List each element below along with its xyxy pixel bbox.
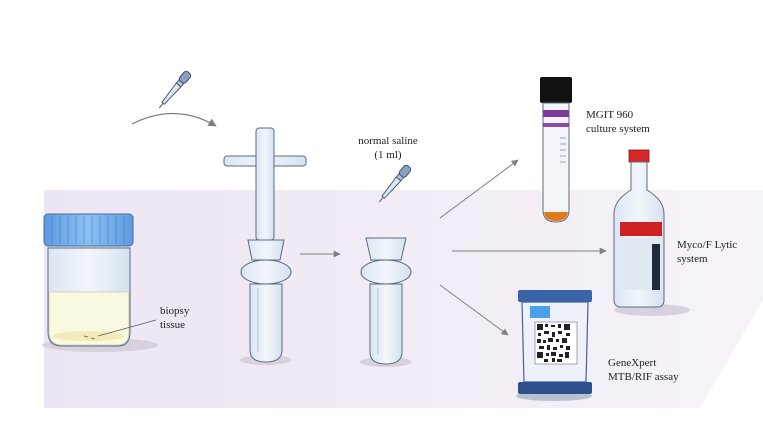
myco-label-line1: Myco/F Lytic [677, 239, 738, 251]
pipette-icon [158, 70, 192, 109]
mgit-label-line1: MGIT 960 [586, 109, 634, 121]
straight-arrow-icon [439, 159, 519, 219]
myco-f-lytic-bottle [613, 149, 690, 316]
mgit-sediment [544, 212, 568, 221]
myco-label-band [620, 222, 662, 236]
biopsy-pointer-line [97, 319, 157, 337]
jar-liquid [48, 291, 130, 346]
normal-saline-label: normal saline (1 ml) [348, 134, 428, 162]
mgit-tube [540, 77, 572, 223]
biopsy-label-line1: biopsy [160, 305, 190, 317]
saline-label-line1: normal saline [358, 135, 418, 147]
mgit-label: MGIT 960 culture system [586, 108, 650, 136]
biopsy-tissue-fragments [83, 335, 96, 340]
genexpert-cartridge [516, 290, 592, 401]
mgit-cap [540, 77, 572, 103]
homogenizer-tube [360, 237, 412, 367]
myco-dark-stripe [652, 244, 660, 290]
genexpert-label-line1: GeneXpert [608, 357, 657, 369]
genexpert-label-line2: MTB/RIF assay [608, 371, 679, 383]
myco-cap [628, 149, 650, 163]
tissue-homogenizer [223, 127, 307, 365]
curved-arrow-icon [131, 112, 217, 127]
mgit-label-line2: culture system [586, 123, 650, 135]
qr-code [534, 321, 578, 365]
jar-lid [43, 213, 134, 247]
straight-arrow-icon [439, 284, 509, 336]
myco-label-line2: system [677, 253, 708, 265]
biopsy-tissue-label: biopsy tissue [160, 304, 189, 332]
saline-label-line2: (1 ml) [374, 149, 402, 161]
specimen-jar [42, 213, 158, 352]
cartridge-panel [530, 306, 550, 318]
myco-f-lytic-label: Myco/F Lytic system [677, 238, 737, 266]
genexpert-label: GeneXpert MTB/RIF assay [608, 356, 679, 384]
biopsy-label-line2: tissue [160, 319, 186, 331]
mgit-band [543, 110, 569, 117]
pipette-icon [378, 164, 412, 203]
